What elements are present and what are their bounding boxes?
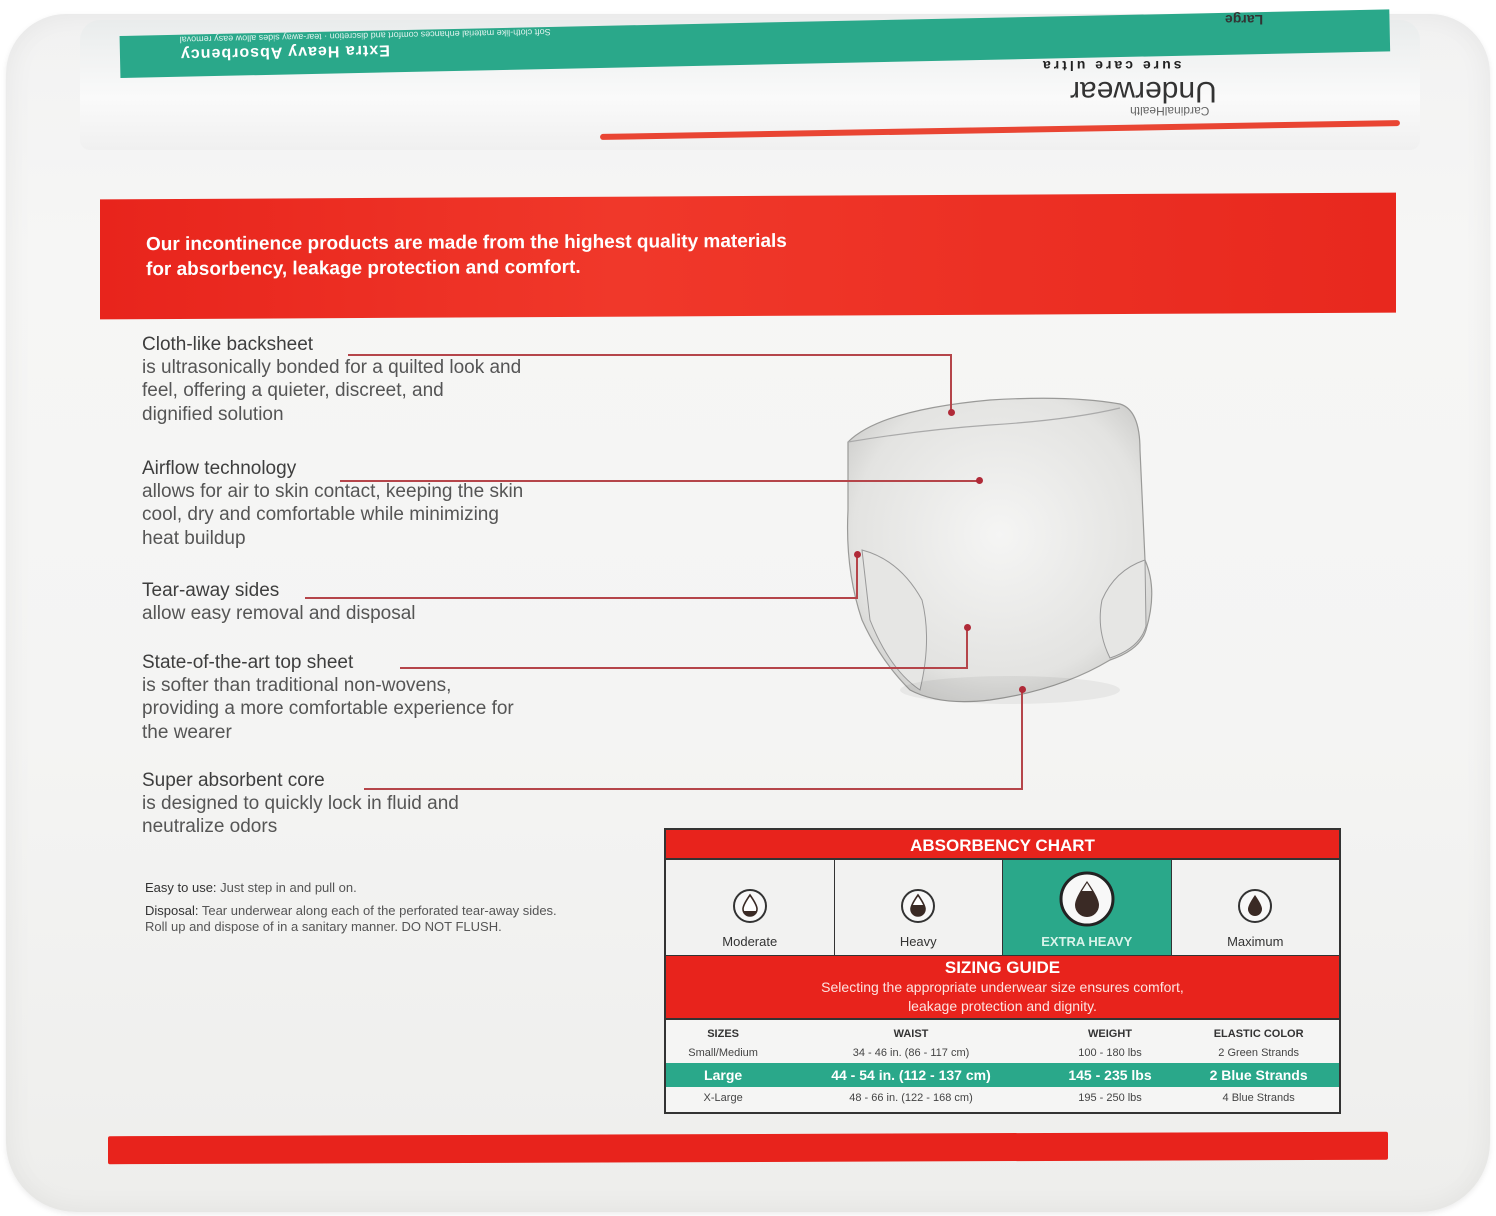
top-brand-logo: CardinalHealth [1130,104,1210,118]
top-product-name: Underwear [1070,75,1217,108]
underwear-illustration [846,397,1153,704]
size-cell: X-Large [703,1091,743,1104]
absorbency-chart: ABSORBENCY CHART Moderate Heavy [664,828,1341,1114]
droplet-low-icon [732,889,767,923]
droplet-full-icon [1238,889,1273,923]
feature-desc: is softer than traditional non-wovens, p… [142,675,514,743]
feature-desc: allow easy removal and disposal [142,603,416,624]
level-label: Moderate [722,934,778,949]
leader-line-backsheet-v [950,354,952,412]
easy-label: Easy to use: [145,880,217,895]
table-row: Small/Medium 34 - 46 in. (86 - 117 cm) 1… [666,1042,1339,1063]
leader-line-tearaway [305,597,858,599]
easy-text: Just step in and pull on. [216,880,357,895]
disposal-label: Disposal: [145,902,199,918]
leader-line-tearaway-v [856,555,858,599]
top-product-line: sure care ultra [1040,58,1182,74]
column-header: ELASTIC COLOR [1213,1027,1304,1040]
table-header-row: SIZES WAIST WEIGHT ELASTIC COLOR [666,1020,1339,1042]
top-size-label: Large [1225,12,1264,28]
sizing-guide-title: SIZING GUIDE [944,958,1061,977]
leader-line-backsheet [348,354,951,356]
leader-line-core-v [1021,690,1023,790]
level-label: Maximum [1227,934,1284,949]
waist-cell: 48 - 66 in. (122 - 168 cm) [849,1091,973,1104]
level-heavy: Heavy [834,860,1003,955]
feature-item: Super absorbent core is designed to quic… [142,770,459,839]
waist-cell: 34 - 46 in. (86 - 117 cm) [852,1046,970,1059]
leader-line-topsheet [400,667,968,669]
callout-dot [1019,686,1026,693]
leader-line-core [364,788,1023,790]
size-cell: Large [666,1063,781,1087]
weight-cell: 145 - 235 lbs [1041,1063,1179,1087]
column-header: WAIST [893,1027,929,1040]
usage-notes: Easy to use: Just step in and pull on. D… [145,880,565,942]
callout-dot [976,477,983,484]
column-header: SIZES [707,1027,740,1040]
feature-title: Super absorbent core [142,770,325,791]
callout-dot [964,624,971,631]
feature-title: Tear-away sides [142,580,280,601]
feature-title: State-of-the-art top sheet [142,652,354,673]
sizing-guide-header: SIZING GUIDE Selecting the appropriate u… [666,956,1339,1020]
column-header: WEIGHT [1088,1027,1132,1040]
table-row-highlighted: Large 44 - 54 in. (112 - 137 cm) 145 - 2… [666,1063,1339,1087]
banner-text: Our incontinence products are made from … [146,230,787,280]
feature-desc: is ultrasonically bonded for a quilted l… [142,357,522,425]
elastic-cell: 2 Green Strands [1218,1046,1299,1059]
droplet-medium-icon [901,889,936,923]
elastic-cell: 2 Blue Strands [1178,1063,1339,1087]
absorbency-chart-title: ABSORBENCY CHART [666,830,1339,860]
feature-desc: is designed to quickly lock in fluid and… [142,793,459,838]
absorbency-levels: Moderate Heavy EXTRA HEAVY Maximum [666,860,1339,956]
leader-line-topsheet-v [966,628,968,669]
feature-title: Airflow technology [142,458,297,479]
level-extra-heavy: EXTRA HEAVY [1003,860,1172,955]
feature-item: Tear-away sides allow easy removal and d… [142,580,416,625]
sizing-table: SIZES WAIST WEIGHT ELASTIC COLOR Small/M… [666,1020,1339,1108]
weight-cell: 195 - 250 lbs [1078,1091,1142,1104]
bottom-red-stripe [108,1131,1388,1165]
size-cell: Small/Medium [688,1046,758,1059]
elastic-cell: 4 Blue Strands [1222,1091,1295,1104]
level-label: Heavy [899,934,937,949]
level-label: EXTRA HEAVY [1041,934,1133,949]
callout-dot [948,409,955,416]
feature-desc: allows for air to skin contact, keeping … [142,481,524,549]
waist-cell: 44 - 54 in. (112 - 137 cm) [780,1063,1042,1087]
sizing-guide-subtitle: Selecting the appropriate underwear size… [821,979,1184,1014]
droplet-high-icon [1059,871,1115,927]
quality-banner: Our incontinence products are made from … [100,192,1396,320]
easy-to-use-note: Easy to use: Just step in and pull on. [145,880,565,897]
weight-cell: 100 - 180 lbs [1078,1046,1142,1059]
disposal-note: Disposal: Tear underwear along each of t… [145,903,565,936]
level-maximum: Maximum [1171,860,1339,955]
feature-item: State-of-the-art top sheet is softer tha… [142,652,514,744]
table-row: X-Large 48 - 66 in. (122 - 168 cm) 195 -… [666,1087,1339,1108]
disposal-text: Tear underwear along each of the perfora… [145,902,557,935]
callout-dot [854,551,861,558]
feature-item: Airflow technology allows for air to ski… [142,458,523,550]
feature-title: Cloth-like backsheet [142,334,314,355]
level-moderate: Moderate [666,860,835,955]
feature-item: Cloth-like backsheet is ultrasonically b… [142,334,521,426]
leader-line-airflow [340,480,980,482]
